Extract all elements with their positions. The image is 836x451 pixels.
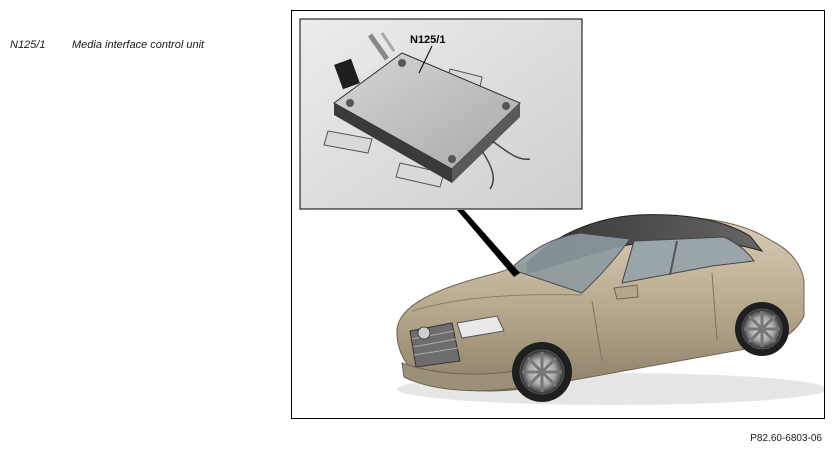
leader-line <box>457 210 520 277</box>
inset-detail: N125/1 <box>299 18 583 210</box>
legend-row: N125/1 Media interface control unit <box>10 39 204 51</box>
callout-label: N125/1 <box>410 34 445 46</box>
car-illustration <box>396 214 824 405</box>
legend-description: Media interface control unit <box>72 39 205 51</box>
figure-number: P82.60-6803-06 <box>750 433 822 444</box>
figure-frame: N125/1 <box>291 10 825 419</box>
legend-code: N125/1 <box>10 39 46 51</box>
figure-illustration: N125/1 <box>299 18 824 405</box>
